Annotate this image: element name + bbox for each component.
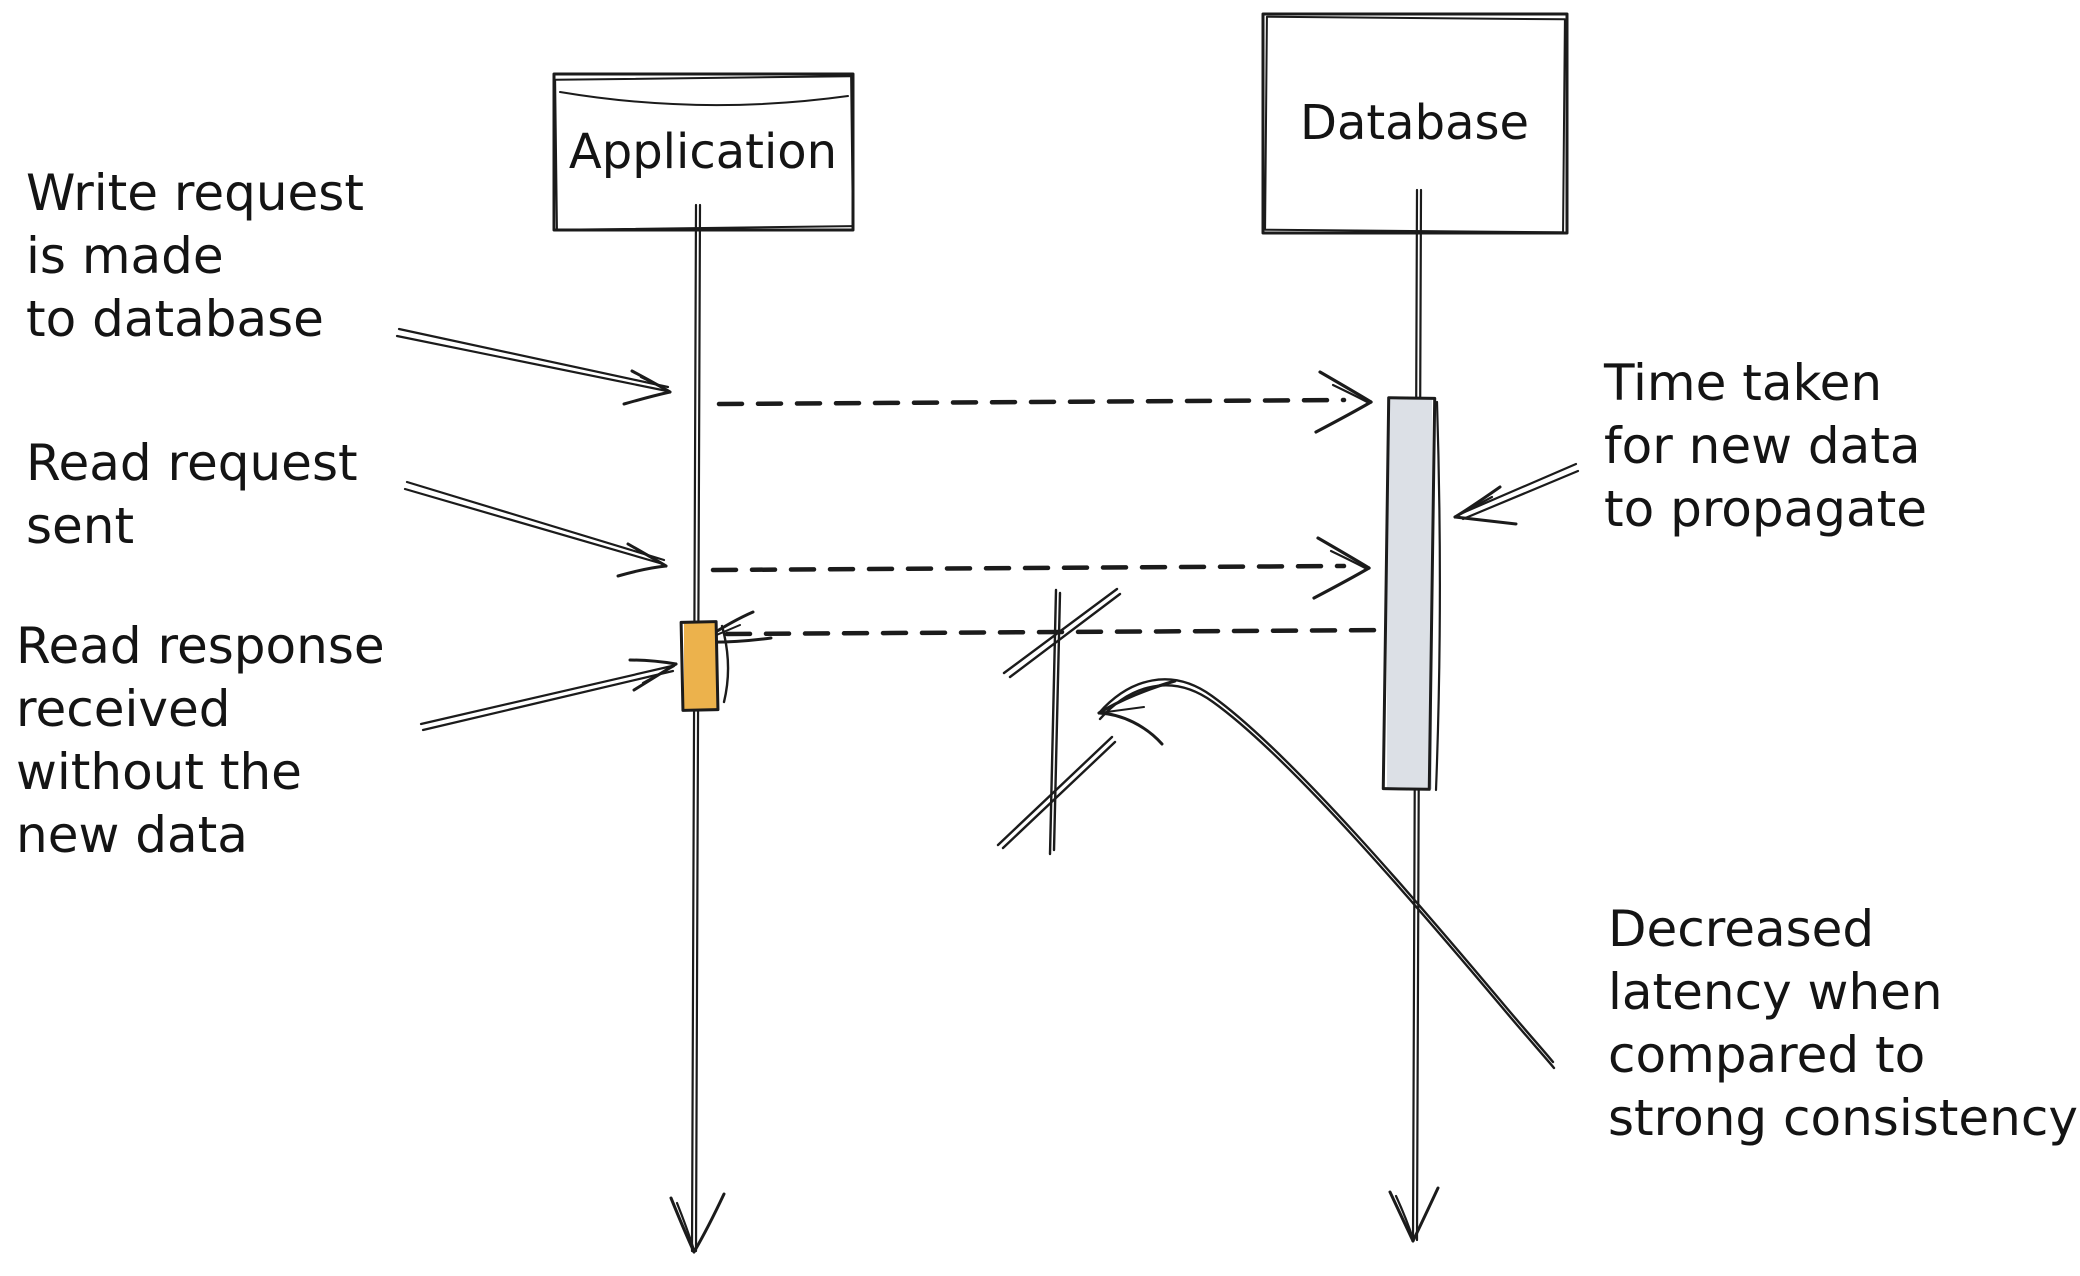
consistency-window-marker [996,587,1122,856]
write-request-annotation: Write request is made to database [26,164,364,348]
database-box [1261,12,1569,235]
ink-group [395,12,1580,1254]
application-lifeline [669,203,726,1254]
database-box-label: Database [1299,95,1530,151]
application-box-label: Application [568,123,838,180]
read-response-pointer-arrow [419,658,678,732]
application-activation-bar [679,620,730,712]
read-request-message-arrow [710,536,1371,600]
read-response-message-arrow [698,610,1401,644]
database-activation-bar [1381,396,1441,792]
read-request-pointer-arrow [403,480,668,578]
application-box [552,72,855,232]
decreased-latency-annotation: Decreased latency when compared to stron… [1608,900,2078,1147]
read-response-annotation: Read response received without the new d… [16,617,385,864]
decreased-latency-curved-arrow [1097,678,1556,1070]
write-request-message-arrow [716,370,1373,434]
propagation-time-annotation: Time taken for new data to propagate [1604,354,1927,538]
write-request-pointer-arrow [395,327,672,406]
read-request-annotation: Read request sent [26,434,358,555]
propagation-time-pointer-arrow [1453,462,1580,526]
